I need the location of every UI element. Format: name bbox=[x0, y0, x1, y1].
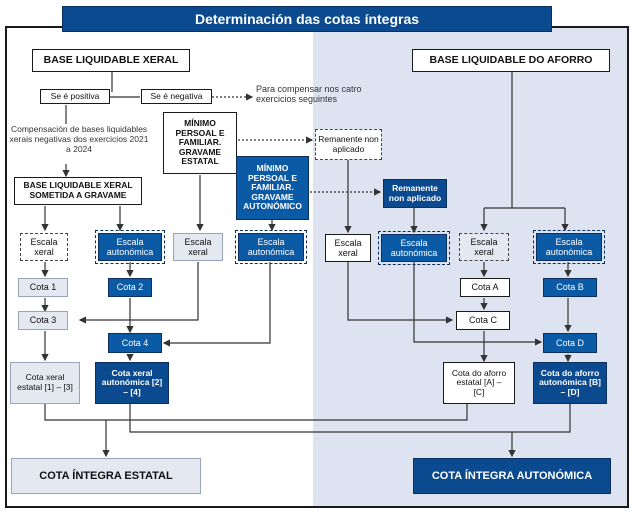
minimo-gravame-autonomico: MÍNIMO PERSOAL E FAMILIAR. GRAVAME AUTON… bbox=[236, 156, 309, 220]
cota-integra-autonomica: COTA ÍNTEGRA AUTONÓMICA bbox=[413, 458, 611, 494]
cota-integra-estatal: COTA ÍNTEGRA ESTATAL bbox=[11, 458, 201, 494]
escala-autonomica-1: Escala autonómica bbox=[95, 230, 165, 264]
escala-autonomica-2: Escala autonómica bbox=[235, 230, 307, 264]
escala-xeral-1: Escala xeral bbox=[20, 233, 68, 261]
aforro-background bbox=[313, 28, 627, 506]
cota-3: Cota 3 bbox=[18, 311, 68, 330]
escala-xeral-2: Escala xeral bbox=[173, 233, 223, 261]
cota-d: Cota D bbox=[543, 333, 597, 353]
se-positiva-label: Se é positiva bbox=[40, 89, 110, 104]
cota-4: Cota 4 bbox=[108, 333, 162, 353]
cota-1: Cota 1 bbox=[18, 278, 68, 297]
compensar-note: Para compensar nos catro exercicios segu… bbox=[256, 84, 362, 105]
base-sometida-gravame: BASE LIQUIDABLE XERAL SOMETIDA A GRAVAME bbox=[14, 177, 142, 205]
base-liquidable-aforro: BASE LIQUIDABLE DO AFORRO bbox=[412, 49, 610, 72]
cota-xeral-autonomica: Cota xeral autonómica [2] – [4] bbox=[95, 362, 169, 404]
cota-aforro-estatal: Cota do aforro estatal [A] – [C] bbox=[443, 362, 515, 404]
remanente-non-aplicado-autonomico: Remanente non aplicado bbox=[383, 179, 447, 208]
escala-xeral-3: Escala xeral bbox=[325, 234, 371, 262]
escala-autonomica-3: Escala autonómica bbox=[378, 231, 450, 265]
cota-2: Cota 2 bbox=[108, 278, 152, 297]
remanente-non-aplicado-estatal: Remanente non aplicado bbox=[315, 129, 382, 160]
cota-b: Cota B bbox=[543, 278, 597, 297]
escala-autonomica-4: Escala autonómica bbox=[533, 230, 605, 264]
diagram-title: Determinación das cotas íntegras bbox=[62, 6, 552, 32]
cota-a: Cota A bbox=[460, 278, 510, 297]
base-liquidable-xeral: BASE LIQUIDABLE XERAL bbox=[32, 49, 190, 72]
escala-xeral-4: Escala xeral bbox=[459, 233, 509, 261]
cota-c: Cota C bbox=[456, 311, 510, 330]
cota-xeral-estatal: Cota xeral estatal [1] – [3] bbox=[10, 362, 80, 404]
minimo-gravame-estatal: MÍNIMO PERSOAL E FAMILIAR. GRAVAME ESTAT… bbox=[163, 112, 237, 174]
cota-aforro-autonomica: Cota do aforro autonómica [B] – [D] bbox=[533, 362, 607, 404]
se-negativa-label: Se é negativa bbox=[141, 89, 212, 104]
compensacion-note: Compensación de bases liquidables xerais… bbox=[9, 124, 149, 154]
